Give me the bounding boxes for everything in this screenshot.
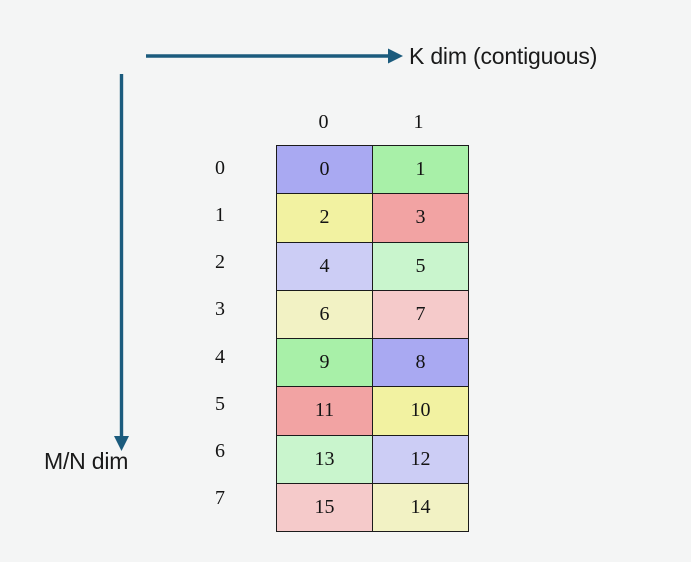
matrix-cell: 12 (372, 434, 469, 484)
column-header-0: 0 (318, 111, 329, 133)
column-header-1: 1 (413, 111, 424, 133)
matrix-cell: 10 (372, 386, 469, 436)
matrix-cell: 0 (276, 144, 373, 195)
row-header-2: 2 (215, 251, 225, 274)
matrix-cell: 9 (276, 337, 373, 388)
arrow-down-icon (114, 74, 129, 451)
matrix-cell: 7 (372, 289, 469, 340)
row-header-5: 5 (215, 392, 225, 415)
row-header-1: 1 (215, 203, 225, 226)
row-header-7: 7 (215, 487, 225, 510)
matrix-cell: 14 (372, 482, 469, 533)
row-header-3: 3 (215, 298, 225, 321)
matrix-cell: 8 (372, 337, 469, 388)
matrix-cell: 6 (276, 289, 373, 340)
row-header-6: 6 (215, 440, 225, 463)
row-header-4: 4 (215, 345, 225, 368)
matrix-cell: 4 (276, 241, 373, 291)
matrix-cell: 15 (276, 482, 373, 533)
matrix-cell: 13 (276, 434, 373, 484)
matrix-cell: 3 (372, 193, 469, 243)
arrow-right-icon (146, 48, 403, 64)
k-dim-axis-label: K dim (contiguous) (409, 43, 598, 69)
matrix-cell: 1 (372, 144, 469, 195)
matrix-cell: 2 (276, 193, 373, 243)
matrix-cell: 5 (372, 241, 469, 291)
row-header-0: 0 (215, 156, 225, 179)
mn-dim-axis-label: M/N dim (44, 448, 129, 474)
matrix-cell: 11 (276, 386, 373, 436)
